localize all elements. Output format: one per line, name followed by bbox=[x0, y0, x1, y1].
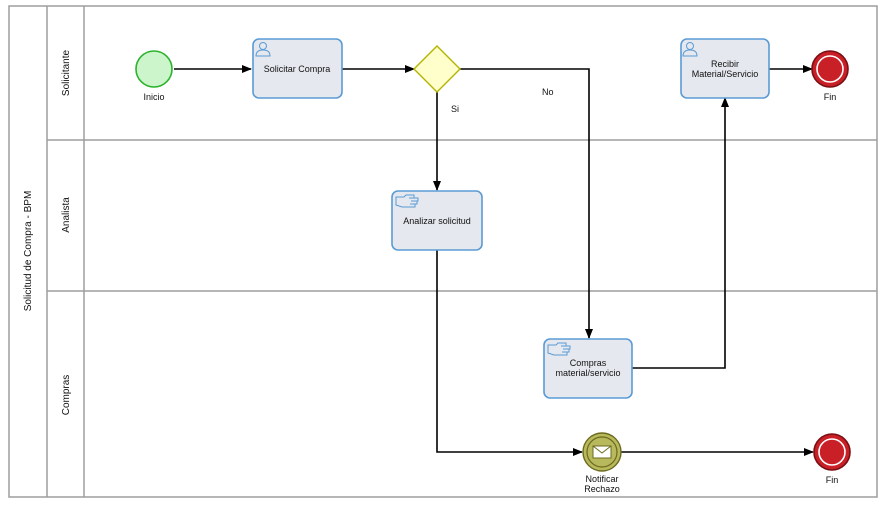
end-event-bottom[interactable] bbox=[813, 433, 851, 471]
end-event-bottom-label: Fin bbox=[826, 475, 839, 485]
end-event-top[interactable] bbox=[811, 50, 849, 88]
task-analizar-solicitud[interactable]: Analizar solicitud bbox=[391, 190, 483, 251]
task-compras-label-1: Compras bbox=[570, 358, 607, 368]
sequence-flows bbox=[174, 65, 814, 456]
user-icon bbox=[255, 42, 271, 57]
manual-task-icon bbox=[395, 194, 419, 208]
task-analizar-label: Analizar solicitud bbox=[403, 216, 471, 226]
task-solicitar-label: Solicitar Compra bbox=[264, 64, 331, 74]
lane-label-compras: Compras bbox=[61, 375, 72, 416]
flow-label-si: Si bbox=[451, 104, 459, 114]
user-icon bbox=[682, 42, 698, 57]
task-recibir-material[interactable]: Recibir Material/Servicio bbox=[680, 38, 770, 99]
pool-title: Solicitud de Compra - BPM bbox=[23, 191, 34, 312]
exclusive-gateway[interactable] bbox=[413, 45, 461, 93]
task-recibir-label-2: Material/Servicio bbox=[692, 69, 759, 79]
task-recibir-label-1: Recibir bbox=[711, 59, 739, 69]
notificar-label-2: Rechazo bbox=[584, 484, 620, 494]
task-compras-material[interactable]: Compras material/servicio bbox=[543, 338, 633, 399]
flow-compras-recibir[interactable] bbox=[632, 97, 729, 369]
flow-analizar-notificar[interactable] bbox=[436, 250, 583, 456]
lane-label-solicitante: Solicitante bbox=[61, 49, 72, 96]
start-event-label: Inicio bbox=[143, 92, 164, 102]
task-compras-label-2: material/servicio bbox=[555, 368, 620, 378]
intermediate-message-event[interactable] bbox=[582, 432, 622, 472]
envelope-icon bbox=[592, 445, 612, 459]
end-event-top-label: Fin bbox=[824, 92, 837, 102]
notificar-label-1: Notificar bbox=[585, 474, 618, 484]
lane-label-analista: Analista bbox=[61, 197, 72, 233]
manual-task-icon bbox=[547, 342, 571, 356]
start-event[interactable] bbox=[135, 50, 173, 88]
task-solicitar-compra[interactable]: Solicitar Compra bbox=[252, 38, 343, 99]
flow-gateway-no[interactable] bbox=[460, 68, 593, 339]
flow-label-no: No bbox=[542, 87, 554, 97]
